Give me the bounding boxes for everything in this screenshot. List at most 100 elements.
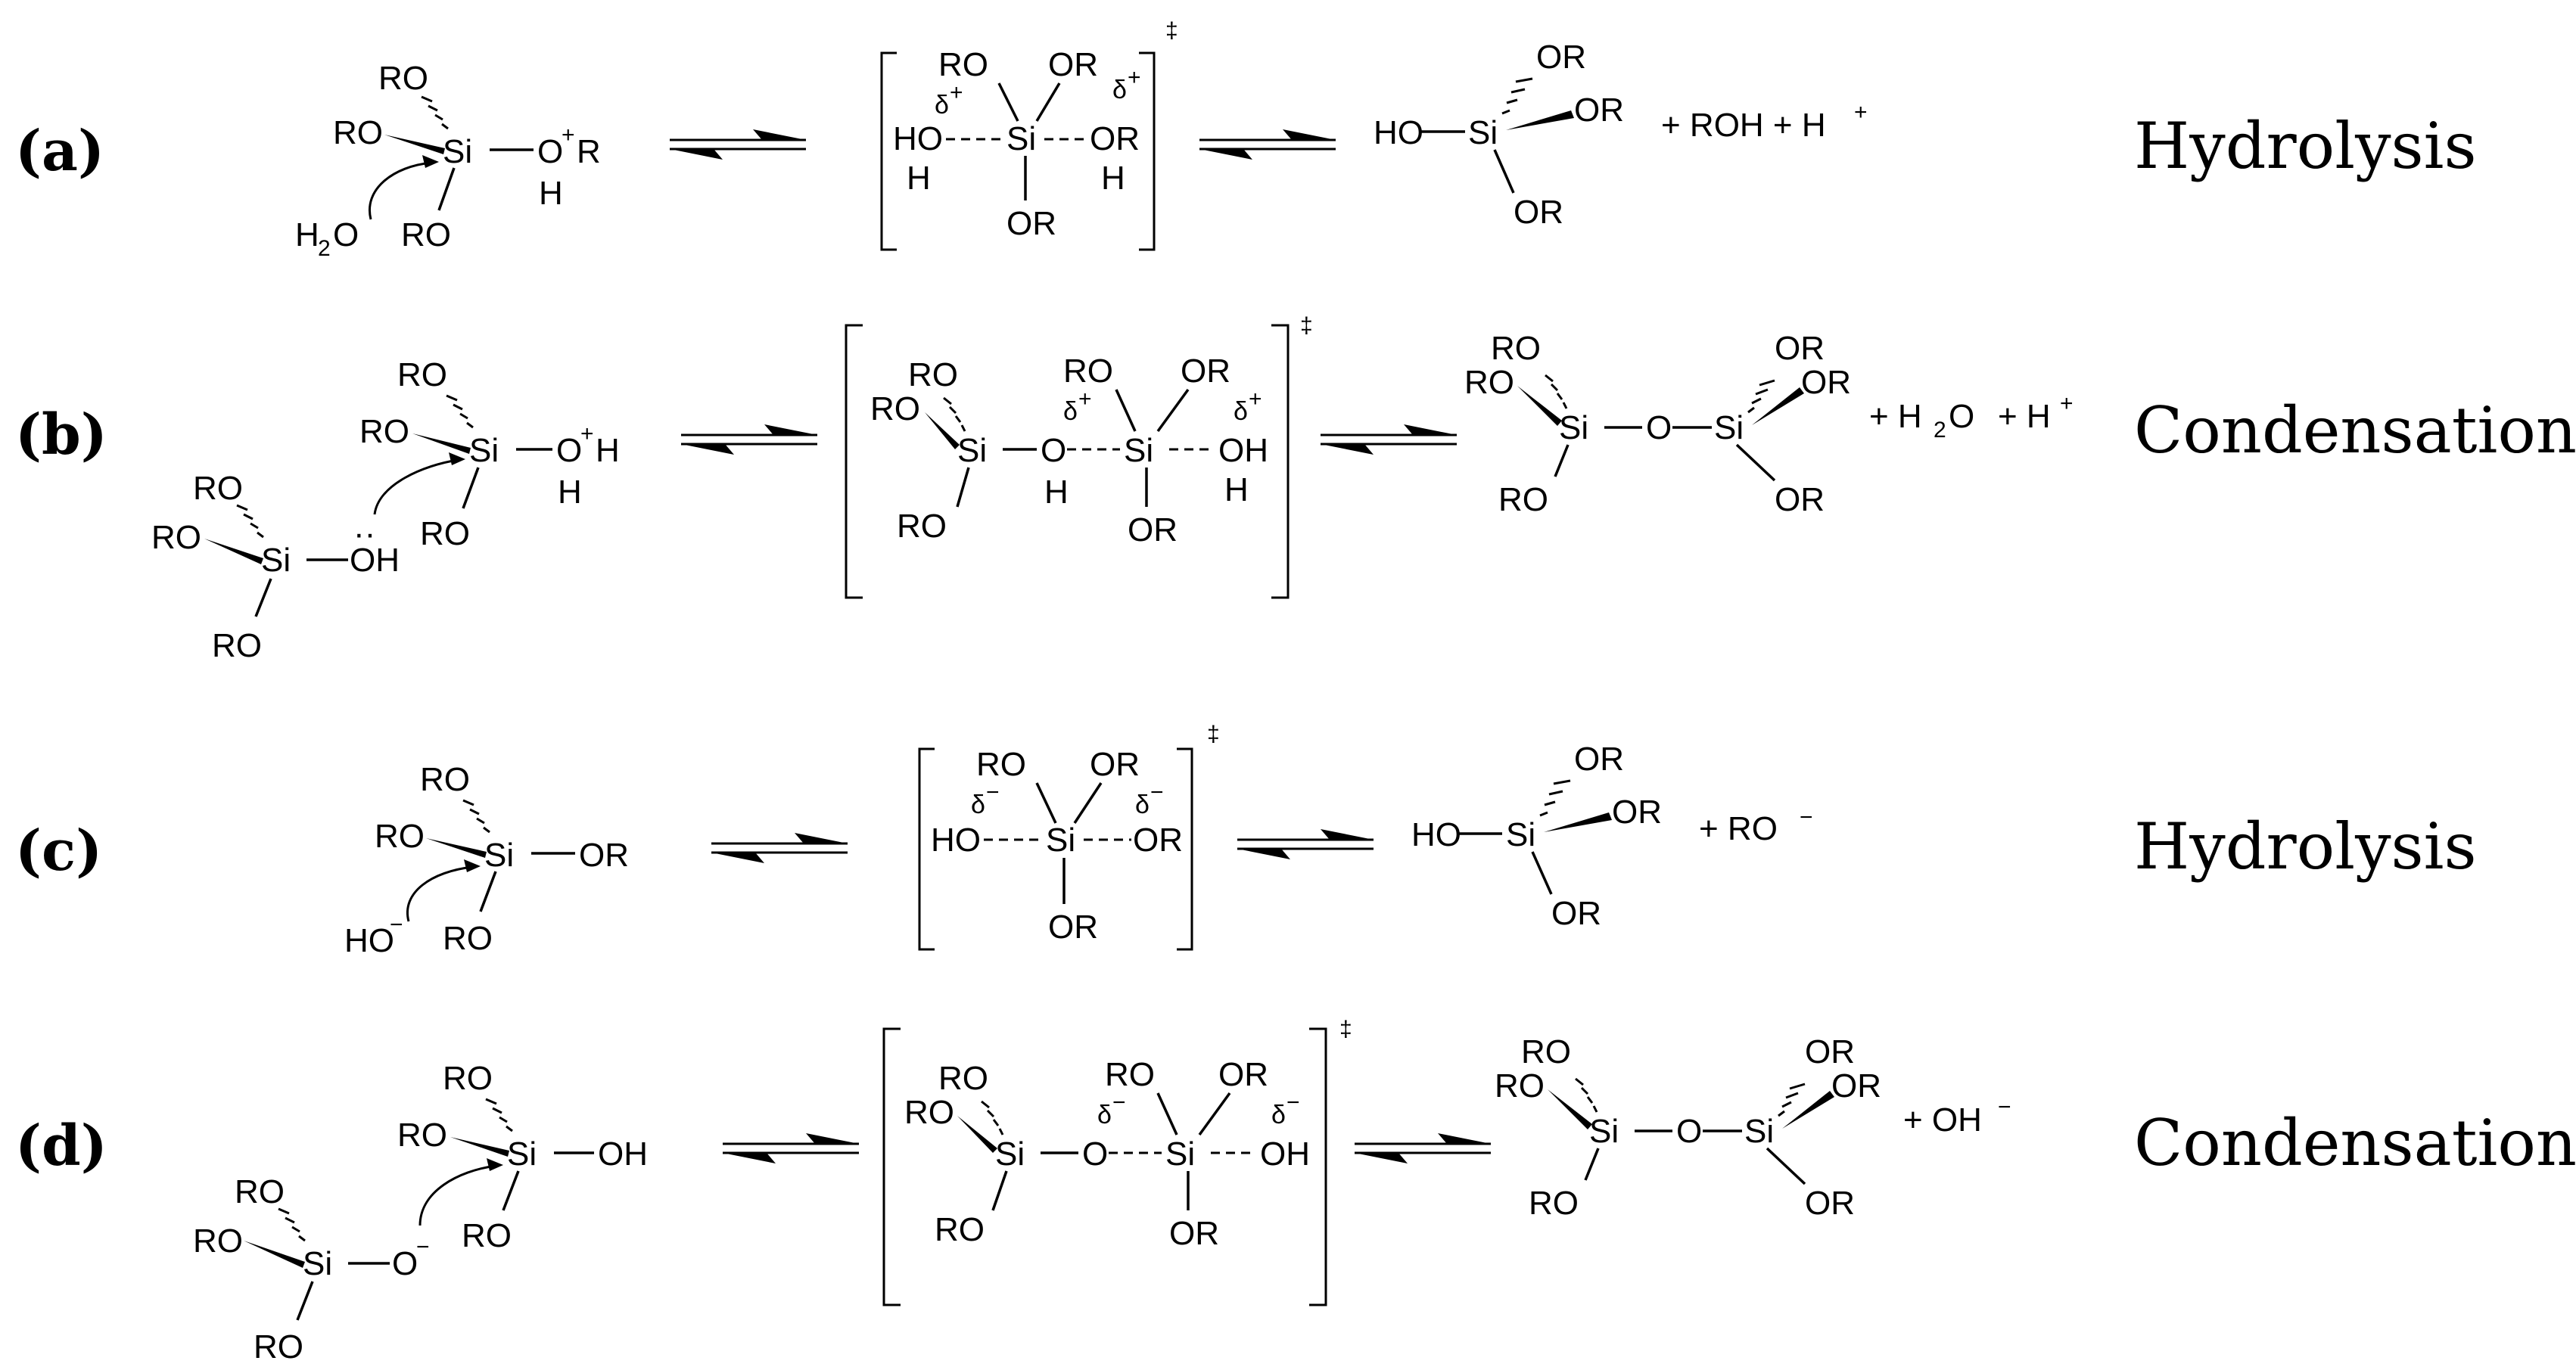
row-label: (c) (15, 819, 102, 884)
ho-left: HO (893, 120, 943, 157)
ro-bottom-1: RO (1498, 481, 1548, 518)
row-label: (d) (15, 1114, 107, 1179)
ro-bottom-1: RO (935, 1211, 985, 1248)
transition-state: ‡ RO OR δ + δ + HO H Si OR H OR (880, 18, 1178, 251)
delta-left: δ (935, 91, 949, 120)
ro-top-2: RO (1063, 353, 1113, 390)
delta-left-charge: + (950, 80, 963, 105)
o-bridge: O (1676, 1113, 1702, 1150)
or-bottom: OR (1048, 909, 1098, 946)
si-atom: Si (469, 432, 499, 469)
nuc-ro-left: RO (151, 519, 201, 556)
reaction-type: Condensation (2134, 1106, 2576, 1180)
row-label: (b) (15, 402, 107, 468)
dagger: ‡ (1300, 313, 1313, 338)
or-top-2: OR (1181, 353, 1230, 390)
delta-right-charge: + (1128, 65, 1141, 90)
delta-1: δ (1063, 397, 1078, 426)
wedge-bond (1506, 110, 1574, 130)
nuc-o-charge: − (416, 1235, 430, 1260)
row-label: (a) (15, 119, 104, 184)
delta-2-charge: − (1286, 1090, 1300, 1115)
hash-bond (1501, 77, 1533, 115)
nuc-o: O (392, 1245, 418, 1282)
nuc-ro-top: RO (193, 470, 243, 507)
byproduct-water-o: O (1949, 398, 1974, 435)
delta-right: δ (1135, 791, 1150, 819)
nuc-si: Si (303, 1245, 332, 1282)
bracket-right (1139, 51, 1156, 251)
equilibrium-arrow-1 (721, 1132, 860, 1165)
h-atom-1: H (596, 432, 620, 469)
or-tr: OR (1048, 46, 1098, 83)
reaction-type: Condensation (2134, 393, 2576, 468)
byproduct-charge: − (1998, 1095, 2011, 1120)
si-1: Si (957, 432, 987, 469)
oh-leaving: OH (1260, 1135, 1310, 1173)
nuc-ro-left: RO (193, 1222, 243, 1260)
ro-bottom: RO (443, 920, 493, 957)
ro-tl: RO (976, 746, 1026, 783)
si-atom: Si (443, 133, 472, 170)
ho: HO (1411, 816, 1461, 853)
dagger: ‡ (1165, 18, 1178, 43)
reactant: RO RO Si OH RO RO RO Si O − (193, 1060, 648, 1365)
o-atom: O (556, 432, 582, 469)
or-bottom-2: OR (1128, 511, 1178, 548)
dagger: ‡ (1339, 1017, 1352, 1042)
equilibrium-arrow-2 (1353, 1132, 1492, 1165)
product: RO RO Si RO O Si OR OR OR (1495, 1033, 2011, 1222)
water-sub: 2 (318, 236, 331, 261)
equilibrium-arrow-1 (710, 831, 849, 865)
water-o: O (333, 216, 359, 253)
equilibrium-arrow-2 (1236, 828, 1375, 861)
or-bottom: OR (1551, 895, 1601, 932)
or-bottom-2: OR (1169, 1215, 1219, 1252)
delta-2: δ (1271, 1101, 1286, 1129)
reaction-type: Hydrolysis (2134, 109, 2477, 183)
si-2: Si (1165, 1135, 1195, 1173)
delta-1-charge: + (1078, 387, 1092, 412)
oh-leaving: OH (1218, 432, 1268, 469)
si-2: Si (1744, 1113, 1774, 1150)
h-atom: H (539, 175, 563, 212)
si-atom: Si (507, 1135, 537, 1173)
nuc-ro-bottom: RO (254, 1328, 303, 1365)
row-d: (d) RO RO Si OH RO RO RO Si O − (15, 1017, 2576, 1365)
si-ro-bond (437, 167, 456, 211)
or-top-2: OR (1805, 1033, 1855, 1070)
h-left: H (907, 160, 931, 197)
row-c: (c) RO RO Si OR RO HO − ‡ (15, 722, 2477, 959)
oh: OH (598, 1135, 648, 1173)
nuc-oh: OH (350, 542, 400, 579)
si-2: Si (1714, 409, 1744, 446)
curved-arrow (373, 458, 459, 515)
o-bridge: O (1082, 1135, 1108, 1173)
ro-left: RO (397, 1117, 447, 1154)
or-right: OR (579, 837, 629, 874)
hash-bond (421, 95, 449, 130)
or-right: OR (1612, 794, 1662, 831)
h-right: H (1101, 160, 1125, 197)
row-b: (b) RO RO Si O + H H RO RO RO Si (15, 313, 2576, 664)
ro-left: RO (375, 818, 425, 855)
nuc-ro-bottom: RO (212, 627, 262, 664)
nuc-si: Si (261, 542, 291, 579)
ro-bottom-1: RO (897, 508, 947, 545)
reaction-type: Hydrolysis (2134, 809, 2477, 884)
byproduct-water: + H (1869, 398, 1922, 435)
delta-right: δ (1112, 76, 1127, 104)
ro-top-1: RO (1491, 330, 1541, 367)
dagger: ‡ (1207, 722, 1220, 747)
ro-top: RO (378, 60, 428, 97)
ro-bottom: RO (420, 515, 470, 552)
or-right-2: OR (1801, 364, 1851, 401)
ro-left: RO (333, 114, 383, 151)
delta-1: δ (1097, 1101, 1112, 1129)
ro-top: RO (443, 1060, 493, 1097)
or-top-2: OR (1218, 1056, 1268, 1093)
h-bridge: H (1044, 474, 1069, 511)
wedge-bond (384, 135, 445, 154)
curved-arrow (369, 161, 432, 220)
reactant: RO RO Si O + H H RO RO RO Si OH ·· (151, 356, 620, 664)
